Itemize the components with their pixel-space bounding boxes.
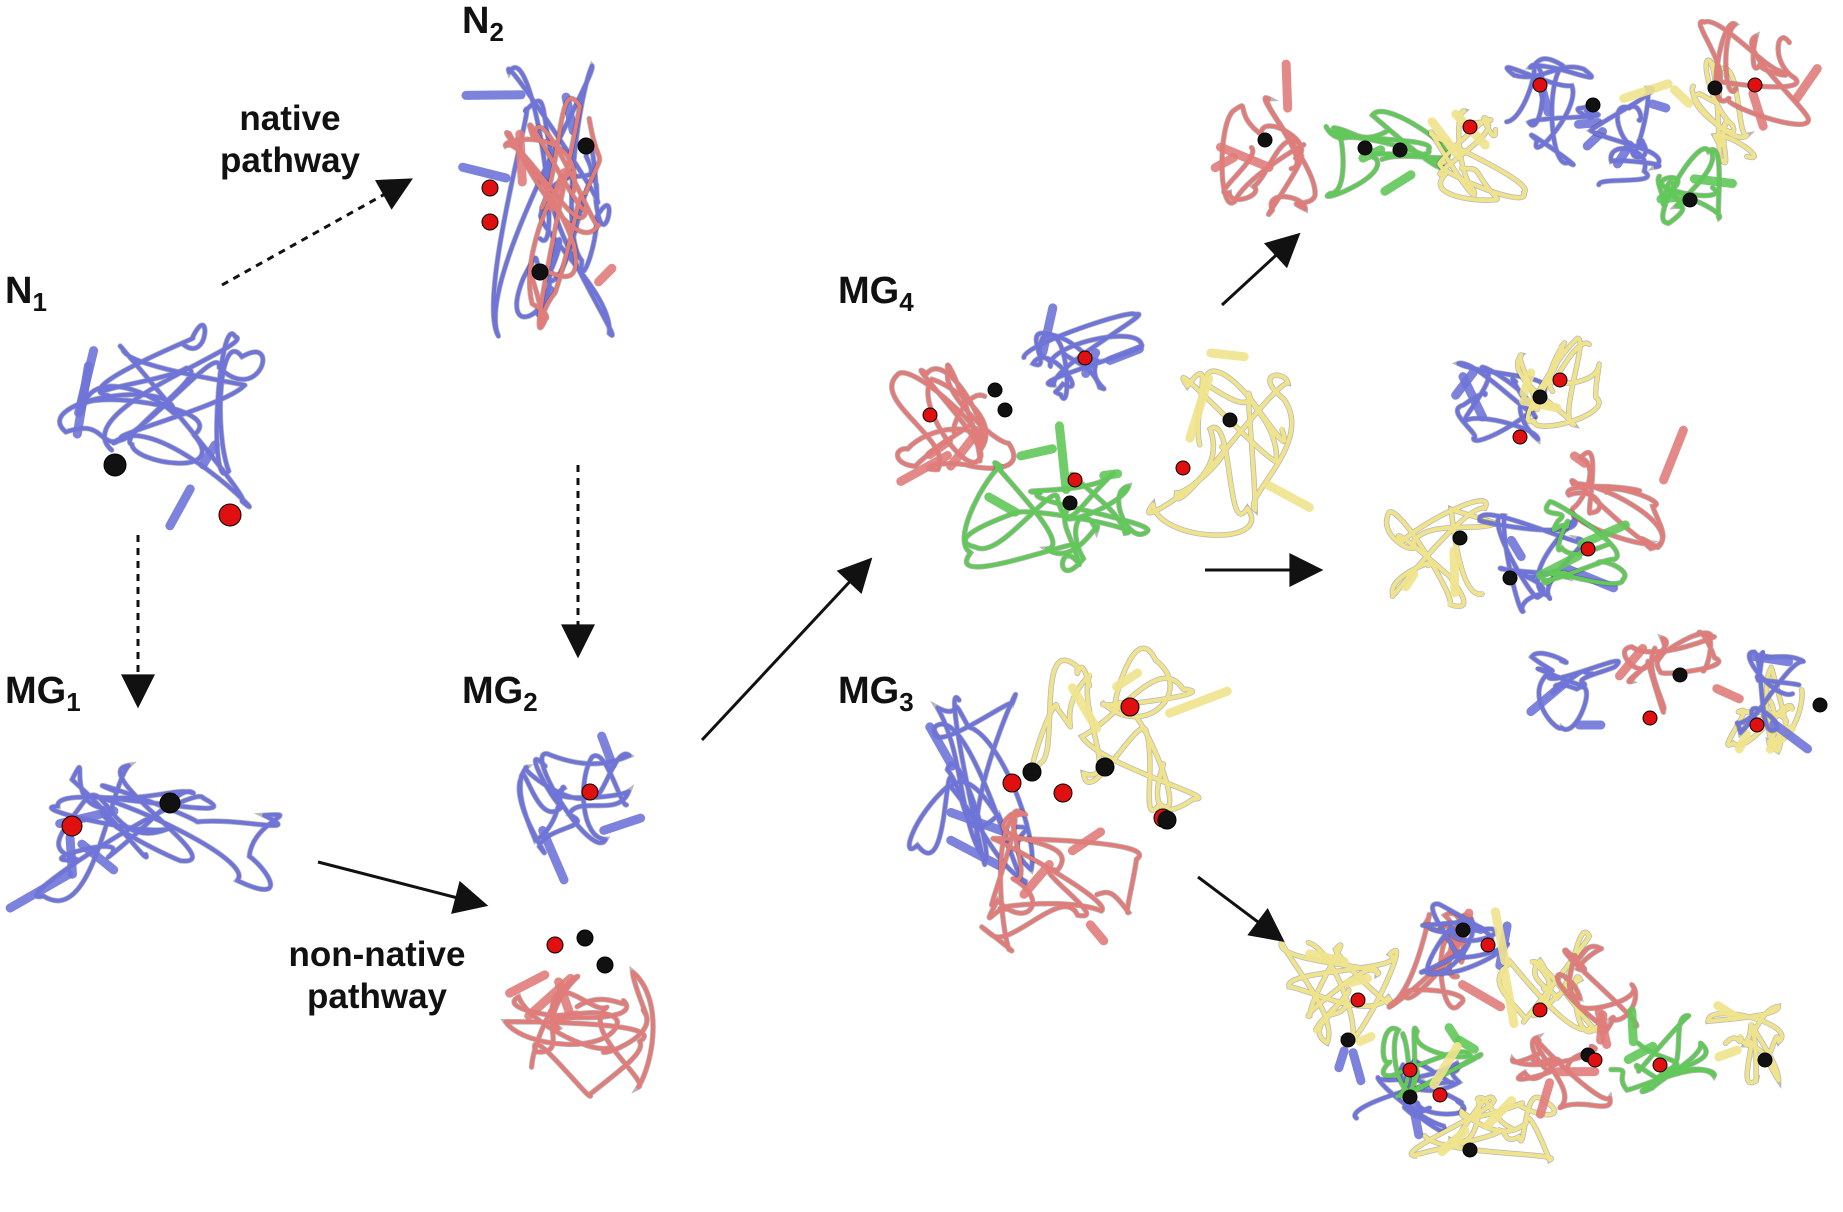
mg1-black-atom	[160, 793, 180, 813]
agg-top-yellow-1	[1431, 111, 1525, 200]
pathway-arrows	[138, 180, 1320, 940]
agg-bot-red-3	[1557, 946, 1636, 1044]
native-pathway-line1: native	[195, 98, 385, 140]
nonnative-pathway-label: non-native pathway	[262, 934, 492, 1018]
agg-mid-red-atom-3	[1581, 542, 1595, 556]
agg-bot-red-atom-6	[1588, 1053, 1602, 1067]
mg3-chain-red	[982, 811, 1140, 951]
agg-top-black-6	[1683, 193, 1697, 207]
arrow-mg4-to-top-aggregate	[1222, 235, 1298, 305]
mg3-red-atom-1	[1003, 774, 1021, 792]
mg4-black-atom-4	[1223, 413, 1237, 427]
mg3-red-atom-3	[1121, 698, 1139, 716]
label-n2: N2	[462, 2, 504, 45]
agg-bot-red-atom-2	[1403, 1063, 1417, 1077]
nonnative-pathway-line2: pathway	[262, 976, 492, 1018]
agg-bot-red-2	[1512, 1038, 1610, 1115]
n2-black-atom-2	[532, 264, 548, 280]
native-pathway-label: native pathway	[195, 98, 385, 182]
agg-bot-red-atom-1	[1351, 993, 1365, 1007]
agg-bot-black-3	[1456, 923, 1470, 937]
mg3-red-atom-2	[1054, 784, 1072, 802]
mg4-chain-yellow	[1149, 353, 1310, 535]
agg-bot-black-1	[1341, 1033, 1355, 1047]
mg4-black-atom-1	[988, 383, 1002, 397]
agg-top-black-1	[1258, 133, 1272, 147]
agg-mid-black-3	[1503, 571, 1517, 585]
mg3-black-atom-3	[1158, 811, 1176, 829]
agg-bot-black-5	[1758, 1053, 1772, 1067]
label-mg2: MG2	[462, 672, 538, 715]
mg2-black-atom-2	[597, 957, 613, 973]
mg4-red-atom-4	[1176, 461, 1190, 475]
n2-red-atom-2	[482, 214, 498, 230]
agg-mid-red-1	[1568, 430, 1684, 548]
mg2-black-atom-1	[577, 930, 593, 946]
mg4-red-atom-1	[923, 408, 937, 422]
mg1-red-atom	[62, 816, 82, 836]
agg-bot-black-6	[1463, 1143, 1477, 1157]
agg-top-red-2-atom	[1533, 78, 1547, 92]
agg-top-black-2	[1358, 141, 1372, 155]
mg1-chain-blue	[10, 765, 280, 908]
agg-top-black-5	[1708, 81, 1722, 95]
n2-black-atom-1	[578, 138, 594, 154]
mg2-red-atom-2	[547, 937, 563, 953]
agg-top-black-3	[1393, 143, 1407, 157]
agg-bot-red-atom-3	[1433, 1088, 1447, 1102]
agg-mid-red-atom-1	[1553, 373, 1567, 387]
mg3-black-atom-1	[1023, 763, 1041, 781]
agg-bot-yellow-1	[1281, 942, 1396, 1043]
arrow-mg1-to-mg2	[318, 862, 485, 905]
mg4-chain-green	[964, 426, 1148, 571]
arrow-mg3-to-bottom-aggregate	[1198, 877, 1282, 940]
agg-mid-black-2	[1453, 531, 1467, 545]
mg4-red-atom-3	[1068, 473, 1082, 487]
agg-bot-green-2	[1611, 1011, 1714, 1092]
arrow-n1-to-n2-dashed	[222, 180, 410, 285]
n1-red-terminus	[219, 504, 241, 526]
agg-mid-blue-3	[1531, 653, 1619, 729]
n2-red-atom-1	[482, 180, 498, 196]
agg-bot-red-atom-7	[1653, 1058, 1667, 1072]
agg-mid-black-1	[1533, 390, 1547, 404]
agg-mid-red-atom-4	[1643, 711, 1657, 725]
agg-top-black-4	[1586, 98, 1600, 112]
agg-mid-black-5	[1813, 698, 1827, 712]
mg4-black-atom-3	[1063, 496, 1077, 510]
mg2-red-atom-1	[582, 784, 598, 800]
agg-mid-red-atom-2	[1513, 430, 1527, 444]
nonnative-pathway-line1: non-native	[262, 934, 492, 976]
label-mg4: MG4	[838, 272, 914, 315]
agg-top-red-1-atom	[1463, 120, 1477, 134]
agg-mid-red-atom-5	[1750, 718, 1764, 732]
n1-chain-blue	[60, 325, 263, 526]
n1-black-terminus	[104, 454, 126, 476]
agg-bot-black-2	[1403, 1090, 1417, 1104]
agg-bot-red-atom-4	[1481, 938, 1495, 952]
mg3-black-atom-2	[1096, 758, 1114, 776]
agg-top-red-3-atom	[1748, 78, 1762, 92]
mg2-chain-blue	[519, 736, 640, 880]
agg-top-blue-2	[1591, 88, 1666, 185]
agg-top-blue-1	[1507, 59, 1603, 165]
mg2-chain-red	[506, 972, 653, 1096]
mg4-black-atom-2	[998, 403, 1012, 417]
native-pathway-line2: pathway	[195, 140, 385, 182]
label-n1: N1	[5, 272, 47, 315]
label-mg1: MG1	[5, 672, 81, 715]
agg-bot-yellow-4	[1708, 1006, 1782, 1083]
label-mg3: MG3	[838, 672, 914, 715]
agg-bot-red-atom-5	[1533, 1003, 1547, 1017]
mg4-red-atom-2	[1078, 351, 1092, 365]
agg-mid-black-4	[1673, 668, 1687, 682]
